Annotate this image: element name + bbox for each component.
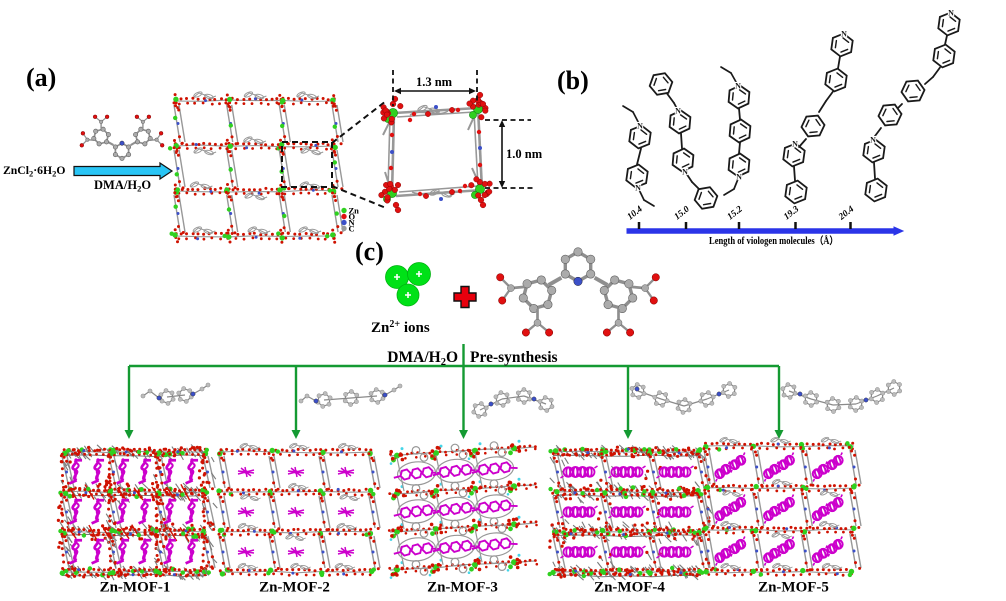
svg-text:Length of viologen molecules（Å: Length of viologen molecules（Å）: [709, 234, 838, 247]
svg-text:DMA/H2O: DMA/H2O: [94, 178, 151, 194]
svg-text:N: N: [637, 121, 643, 130]
svg-text:N: N: [635, 183, 641, 192]
svg-text:Zn2+ ions: Zn2+ ions: [371, 319, 430, 336]
svg-text:N: N: [682, 167, 688, 176]
svg-text:DMA/H2O: DMA/H2O: [387, 349, 458, 368]
svg-text:1.0 nm: 1.0 nm: [506, 147, 543, 161]
svg-text:ZnCl2·6H2O: ZnCl2·6H2O: [3, 164, 65, 179]
svg-text:N: N: [735, 81, 741, 90]
svg-text:1.3 nm: 1.3 nm: [416, 75, 453, 89]
svg-text:N: N: [675, 106, 681, 115]
svg-text:N: N: [870, 135, 876, 144]
svg-text:N: N: [948, 8, 954, 17]
svg-text:Zn-MOF-1: Zn-MOF-1: [100, 580, 171, 596]
svg-text:N: N: [736, 172, 742, 181]
svg-text:Zn-MOF-5: Zn-MOF-5: [758, 580, 829, 596]
svg-text:Zn-MOF-4: Zn-MOF-4: [594, 580, 665, 596]
svg-text:(a): (a): [26, 63, 56, 92]
svg-text:(b): (b): [557, 66, 589, 95]
svg-text:Pre-synthesis: Pre-synthesis: [470, 349, 558, 366]
svg-text:N: N: [792, 139, 798, 148]
svg-text:Zn-MOF-2: Zn-MOF-2: [259, 580, 330, 596]
svg-text:C: C: [349, 224, 355, 234]
svg-text:(c): (c): [355, 237, 384, 266]
svg-text:Zn-MOF-3: Zn-MOF-3: [427, 580, 498, 596]
svg-text:N: N: [841, 29, 847, 38]
